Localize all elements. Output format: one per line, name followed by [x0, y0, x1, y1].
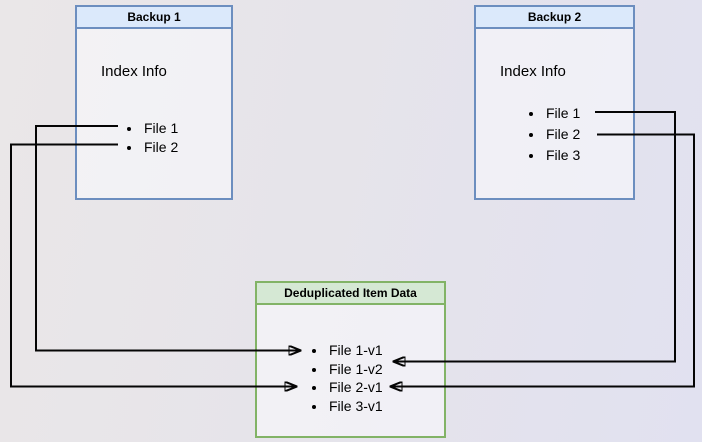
backup1-index-info-label: Index Info	[101, 63, 167, 80]
backup1-file-list: File 1File 2	[77, 119, 178, 156]
backup2-index-info-label: Index Info	[500, 63, 566, 80]
backup2-title: Backup 2	[476, 7, 633, 29]
file-list-item: File 1-v1	[327, 341, 383, 360]
backup1-title: Backup 1	[77, 7, 231, 29]
file-list-item: File 3-v1	[327, 397, 383, 416]
file-list-item: File 2	[142, 138, 178, 157]
file-list-item: File 1	[544, 103, 580, 124]
file-list-item: File 2-v1	[327, 378, 383, 397]
dedup-box: Deduplicated Item Data File 1-v1File 1-v…	[255, 281, 446, 438]
backup1-box: Backup 1 Index Info File 1File 2	[75, 5, 233, 200]
backup2-box: Backup 2 Index Info File 1File 2File 3	[474, 5, 635, 200]
backup2-file-list: File 1File 2File 3	[476, 103, 580, 166]
file-list-item: File 3	[544, 145, 580, 166]
file-list-item: File 1-v2	[327, 360, 383, 379]
dedup-file-list: File 1-v1File 1-v2File 2-v1File 3-v1	[257, 341, 383, 415]
dedup-title: Deduplicated Item Data	[257, 283, 444, 305]
file-list-item: File 1	[142, 119, 178, 138]
file-list-item: File 2	[544, 124, 580, 145]
